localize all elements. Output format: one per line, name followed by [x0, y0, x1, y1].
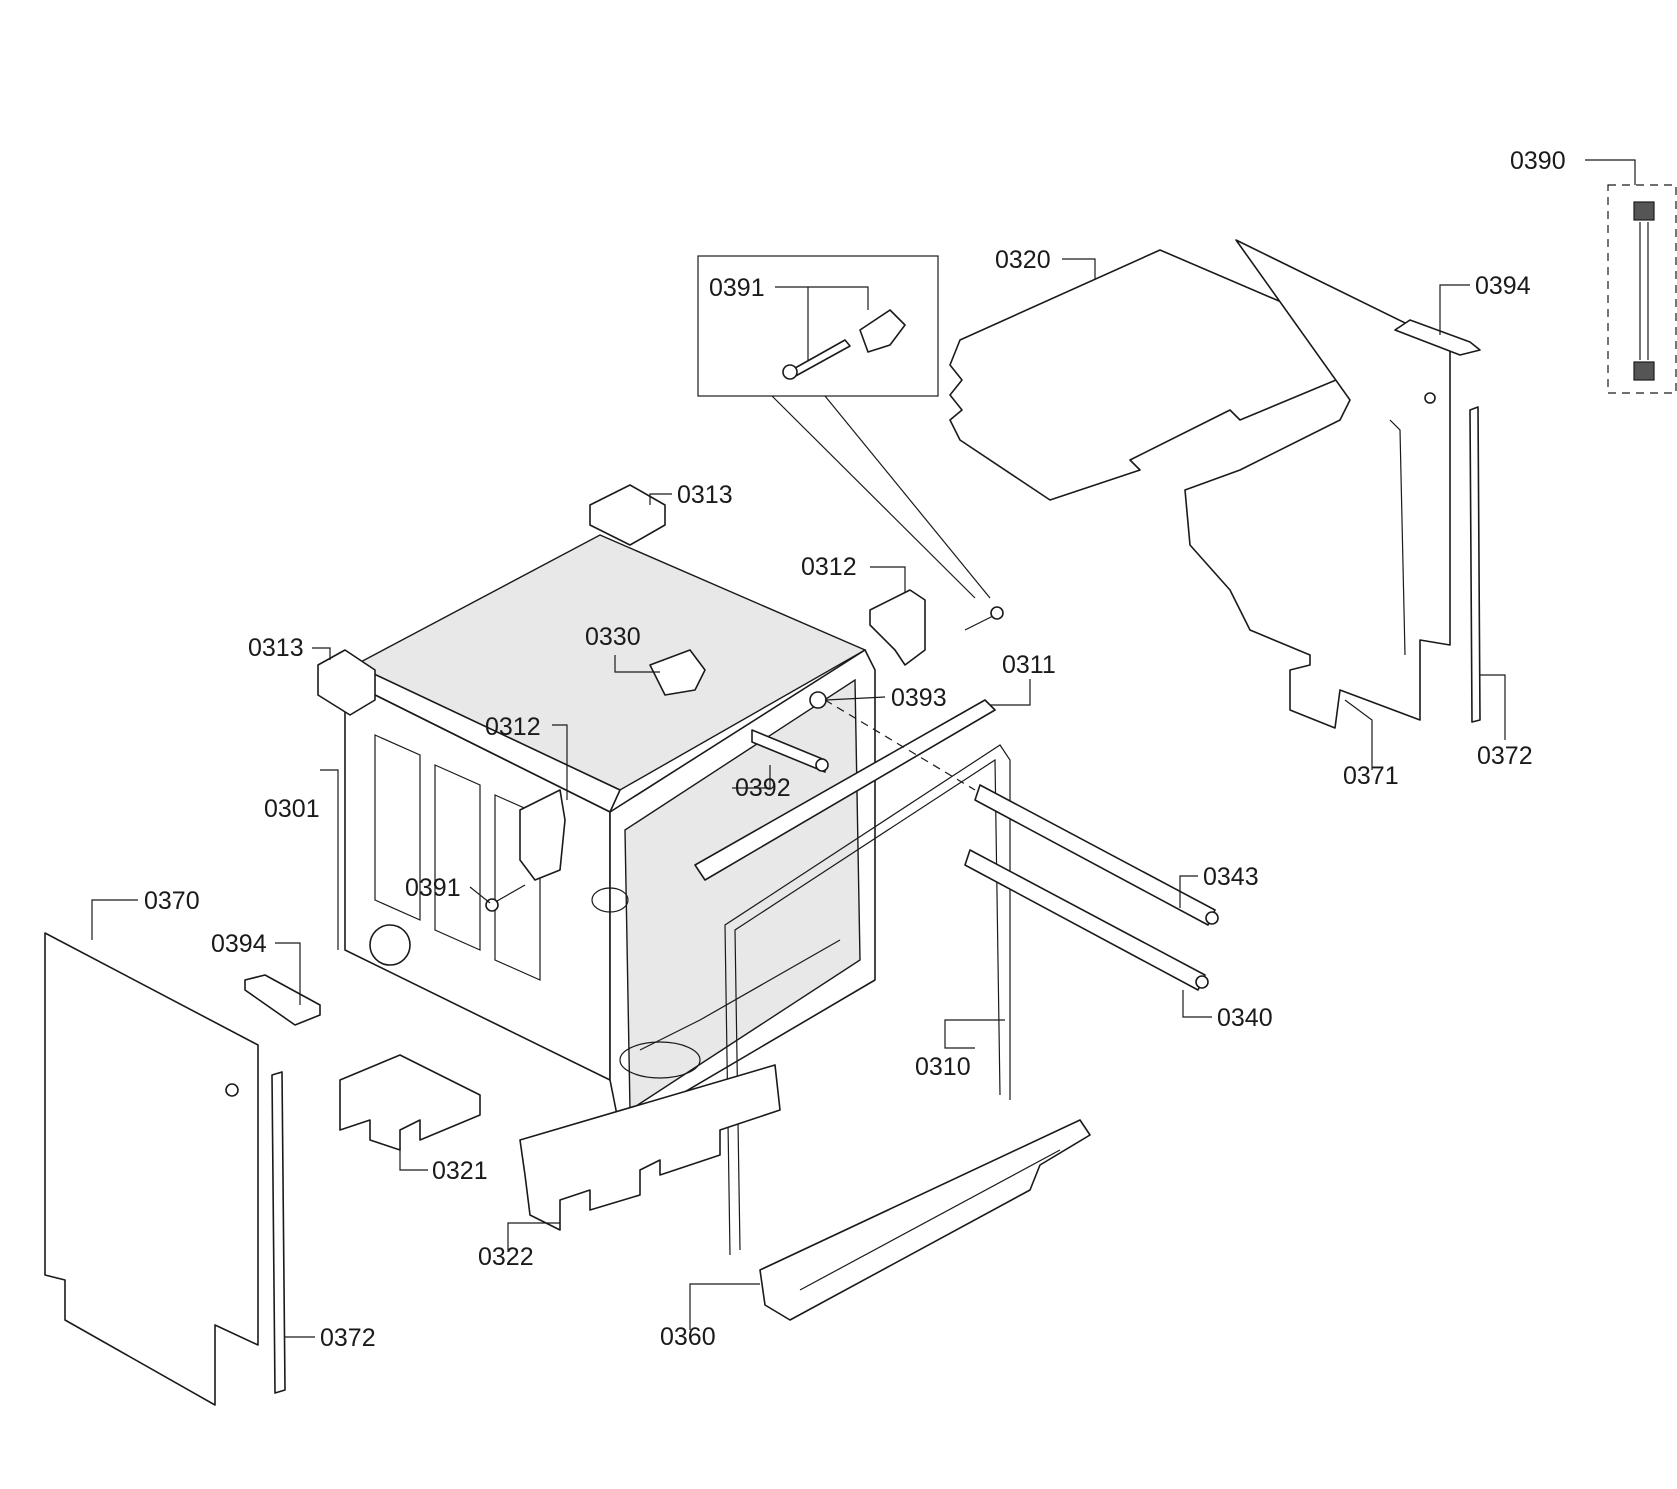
assembly-axis-line: [824, 699, 976, 791]
part-0391-screw-right: [964, 606, 1004, 631]
callout-0391-main: 0391: [405, 874, 461, 902]
part-0372-strip-left: [271, 1071, 286, 1394]
callout-0311: 0311: [1002, 651, 1056, 679]
callout-0313-left: 0313: [248, 634, 304, 662]
callout-0301: 0301: [264, 795, 320, 823]
callout-0321: 0321: [432, 1157, 488, 1185]
part-0360-kickplate: [759, 1119, 1091, 1321]
part-0321-base-insulation: [339, 1054, 481, 1151]
callout-0372-left: 0372: [320, 1324, 376, 1352]
part-0313-bracket-left: [317, 649, 376, 716]
callout-0394-top: 0394: [1475, 272, 1531, 300]
part-0372-strip-right: [1469, 406, 1481, 723]
callout-0310: 0310: [915, 1053, 971, 1081]
part-0312-bracket-right: [869, 589, 926, 666]
callout-0312-left: 0312: [485, 713, 541, 741]
inset-box-0391: [697, 255, 991, 599]
part-0313-bracket-top: [589, 484, 666, 546]
callout-0392: 0392: [735, 774, 791, 802]
part-0394-bracket-left: [244, 974, 321, 1026]
callout-0390: 0390: [1510, 147, 1566, 175]
callout-0393: 0393: [891, 684, 947, 712]
callout-0370: 0370: [144, 887, 200, 915]
callout-0340: 0340: [1217, 1004, 1273, 1032]
callout-0330: 0330: [585, 623, 641, 651]
part-0370-side-panel: [44, 932, 259, 1406]
callout-0394-left: 0394: [211, 930, 267, 958]
part-0393-bushing: [809, 691, 827, 709]
part-0394-bracket-top: [1394, 319, 1481, 356]
part-0371-side-panel: [1184, 239, 1451, 729]
part-0311-rail: [694, 699, 996, 881]
callout-0322: 0322: [478, 1243, 534, 1271]
callout-0343: 0343: [1203, 863, 1259, 891]
callout-0360: 0360: [660, 1323, 716, 1351]
part-0392-hinge-rail: [751, 729, 829, 773]
part-0330-latch: [649, 649, 706, 696]
callout-0391-inset: 0391: [709, 274, 765, 302]
part-0301-tub: [344, 534, 876, 1131]
part-0312-bracket-left: [519, 789, 566, 881]
part-0340-rail: [964, 849, 1209, 991]
part-0343-rail: [974, 784, 1219, 926]
callout-0372-right: 0372: [1477, 742, 1533, 770]
part-0390-hose: [1607, 184, 1677, 394]
callout-0312-right: 0312: [801, 553, 857, 581]
callout-0313-top: 0313: [677, 481, 733, 509]
callout-0320: 0320: [995, 246, 1051, 274]
callout-labels: 0390 0394 0320 0391 0313 0312 0330 0313 …: [144, 147, 1566, 1352]
leader-lines: [91, 159, 1636, 1338]
callout-0371: 0371: [1343, 762, 1399, 790]
